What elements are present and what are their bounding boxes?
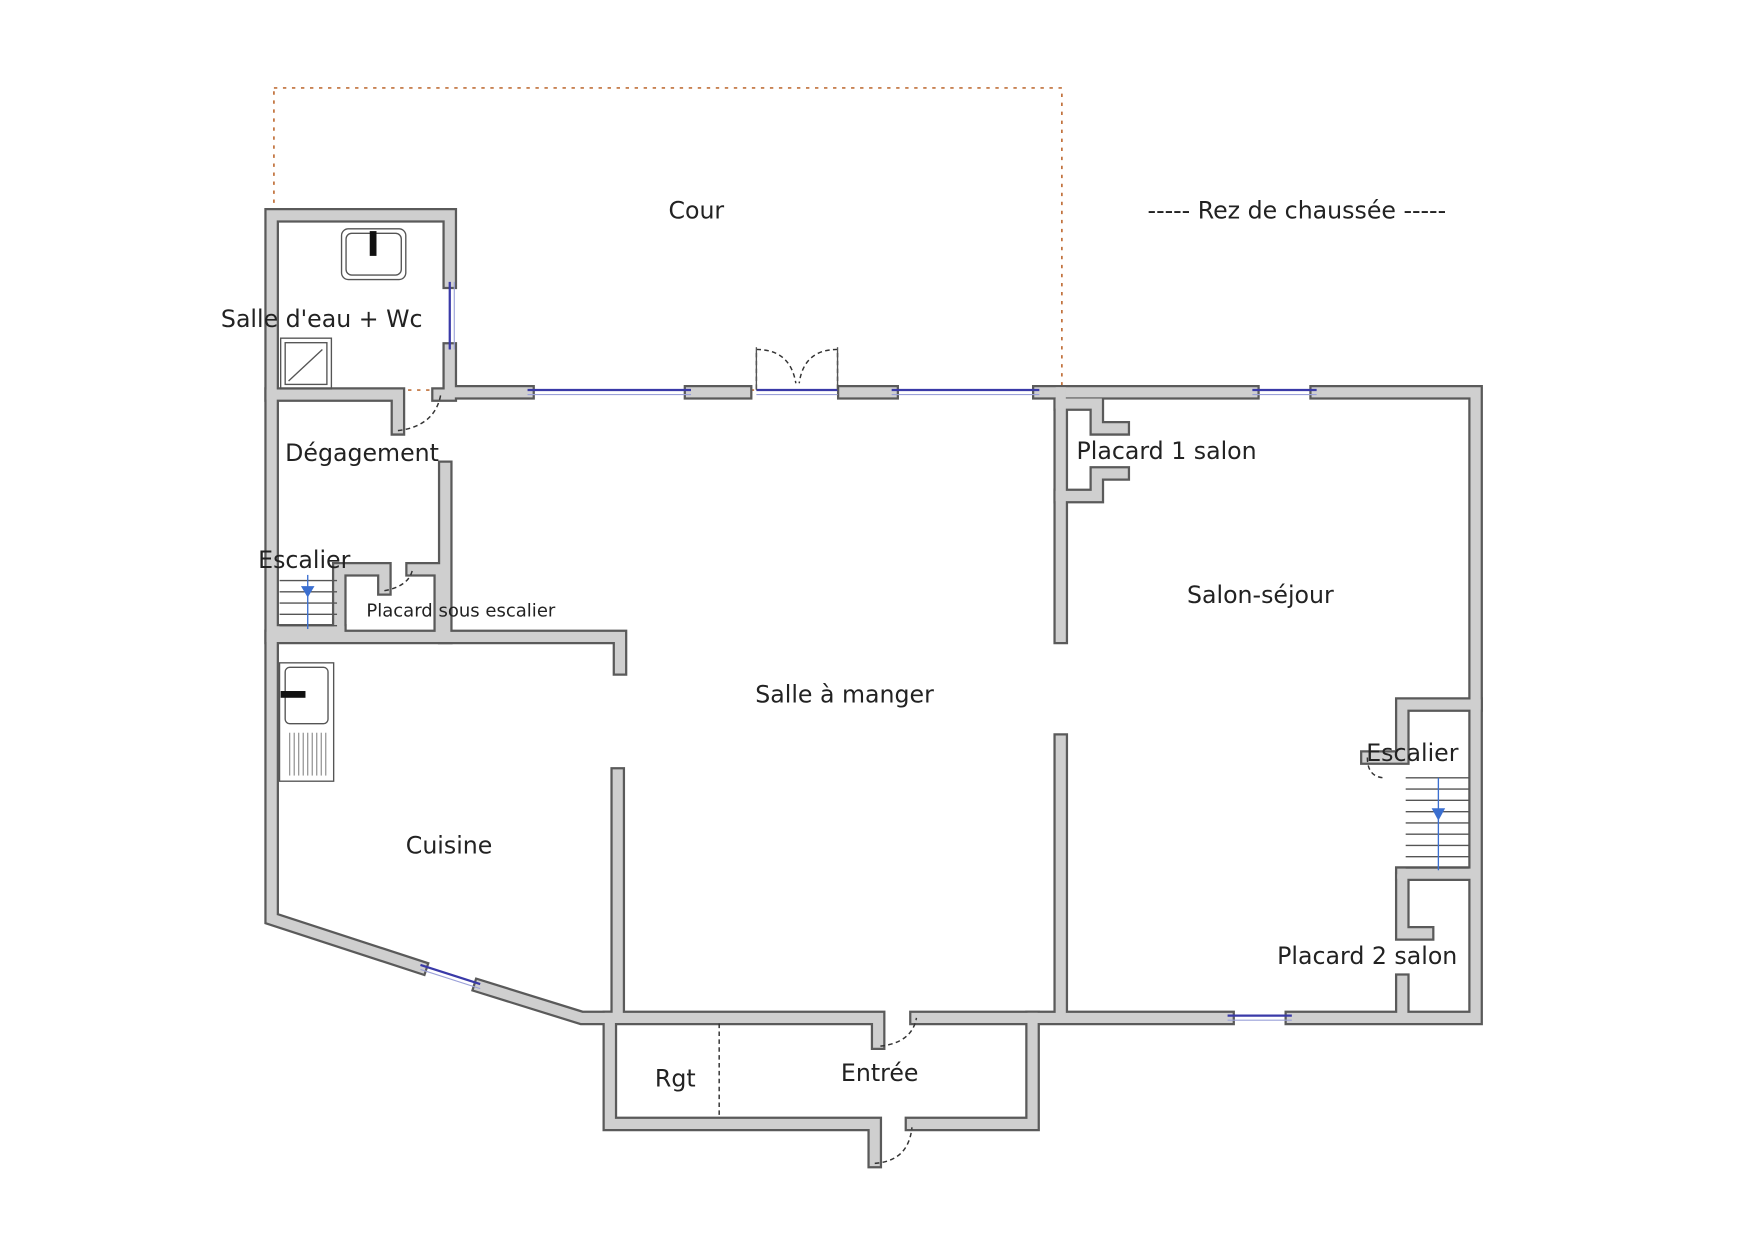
wall bbox=[604, 1012, 884, 1048]
wall bbox=[906, 1012, 1233, 1129]
room-label-entree: Entrée bbox=[841, 1059, 919, 1087]
sink-icon bbox=[340, 228, 407, 281]
wall bbox=[266, 631, 626, 674]
wall bbox=[473, 980, 880, 1167]
doors bbox=[384, 347, 1386, 1165]
wall bbox=[1362, 699, 1481, 763]
wall bbox=[1055, 398, 1128, 434]
wall-edge bbox=[442, 342, 535, 400]
room-label-salon-sejour: Salon-séjour bbox=[1187, 581, 1334, 609]
wall bbox=[334, 564, 390, 637]
wall-edge bbox=[904, 1010, 1235, 1132]
room-label-escalier-2: Escalier bbox=[1366, 739, 1458, 767]
wall bbox=[1397, 874, 1433, 939]
room-label-rgt: Rgt bbox=[655, 1065, 696, 1093]
room-label-salle-eau: Salle d'eau + Wc bbox=[221, 305, 423, 333]
wall bbox=[407, 564, 446, 637]
wall bbox=[266, 210, 455, 974]
windows bbox=[420, 281, 1317, 1021]
room-label-placard-sous-escalier: Placard sous escalier bbox=[366, 601, 556, 622]
courtyard-boundary bbox=[273, 87, 1063, 391]
room-label-salle-a-manger: Salle à manger bbox=[755, 680, 934, 708]
staircase-icon bbox=[1405, 777, 1469, 871]
wall bbox=[1055, 468, 1128, 502]
shower-icon bbox=[279, 337, 333, 390]
wall bbox=[266, 389, 403, 434]
kitchen-sink-icon bbox=[278, 662, 335, 782]
room-label-degagement: Dégagement bbox=[285, 439, 439, 467]
plan-title: ----- Rez de chaussée ----- bbox=[1148, 197, 1447, 225]
room-label-cour: Cour bbox=[668, 197, 724, 225]
staircase-icon bbox=[279, 574, 338, 630]
room-label-placard-1-salon: Placard 1 salon bbox=[1077, 437, 1257, 465]
room-label-escalier: Escalier bbox=[258, 546, 350, 574]
walls bbox=[264, 207, 1483, 1169]
room-label-cuisine: Cuisine bbox=[406, 831, 493, 859]
room-label-placard-2-salon: Placard 2 salon bbox=[1277, 942, 1457, 970]
